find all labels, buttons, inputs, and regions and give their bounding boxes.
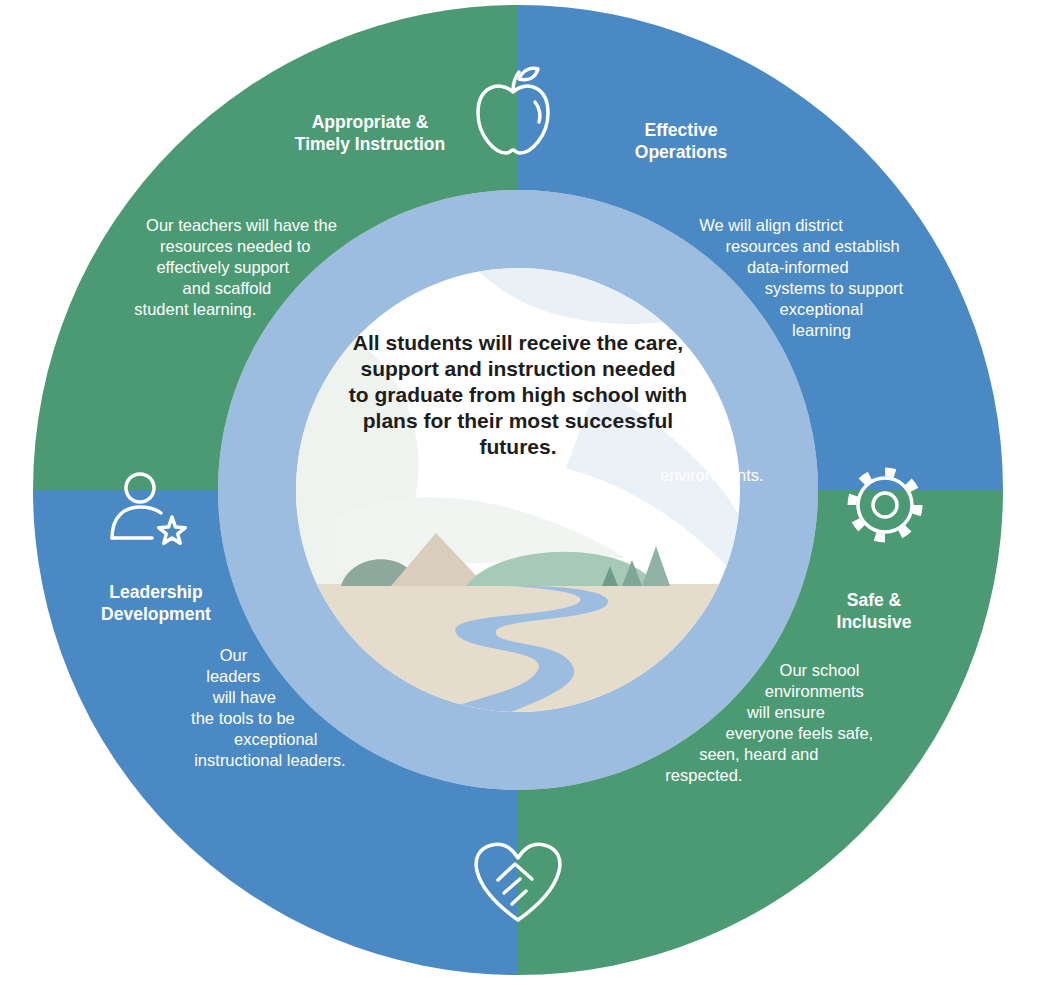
body-wrap: We will align district resources and est… [660, 215, 905, 486]
tree [602, 566, 618, 586]
body-wrap: Our school environments will ensure ever… [560, 660, 880, 820]
body-wrap: Our leaders will have the tools to be ex… [190, 645, 510, 805]
quadrant-body: Our school environments will ensure ever… [560, 660, 880, 786]
leader-star-icon [112, 474, 185, 543]
handshake-heart-icon [476, 844, 560, 920]
quadrant-body: Our teachers will have the resources nee… [125, 215, 360, 320]
quadrant-body: We will align district resources and est… [660, 215, 905, 486]
quadrant-heading: Leadership Development [80, 581, 232, 625]
river [426, 586, 608, 718]
heading-wrap: Leadership Development [80, 581, 232, 625]
quadrant-heading: Appropriate & Timely Instruction [292, 111, 448, 155]
heading-wrap: Safe & Inclusive [818, 589, 930, 633]
landscape [286, 258, 756, 724]
quadrant-body: Our leaders will have the tools to be ex… [190, 645, 510, 771]
inner-ring-band [218, 190, 818, 790]
tree [622, 560, 642, 586]
quadrant-heading: Effective Operations [618, 119, 744, 163]
swirl [466, 258, 746, 324]
mission-statement: All students will receive the care, supp… [348, 330, 688, 460]
hill-right [466, 552, 656, 586]
tree [642, 546, 670, 586]
mountain [391, 533, 486, 586]
heading-wrap: Appropriate & Timely Instruction [292, 111, 448, 155]
quadrant-heading: Safe & Inclusive [818, 589, 930, 633]
center-text-wrap: All students will receive the care, supp… [348, 330, 688, 460]
center-circle: All students will receive the care, supp… [296, 268, 740, 712]
gear-icon [852, 472, 918, 538]
ground [286, 584, 756, 724]
heading-wrap: Effective Operations [618, 119, 744, 163]
apple-icon [478, 68, 548, 153]
wedge-fill [33, 490, 518, 975]
